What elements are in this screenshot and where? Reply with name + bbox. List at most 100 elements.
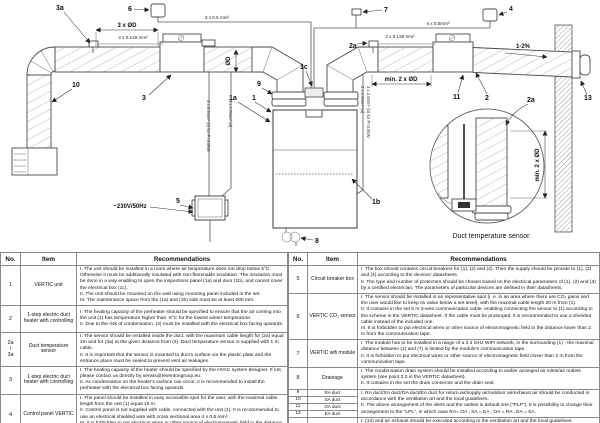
table-row: 9 RA duct I. RA duct/SA duct/OA duct/EA … bbox=[288, 388, 600, 418]
control-panel-4 bbox=[482, 8, 498, 22]
label-1b: 1b bbox=[372, 199, 380, 206]
cell-rec: I. The unit should be installed in a roo… bbox=[76, 264, 288, 307]
cell-item: OA duct bbox=[307, 402, 358, 411]
wire-a-label: 3 x 1.5mm² (a) bbox=[228, 100, 233, 128]
circuit-breaker-box-5 bbox=[194, 195, 226, 221]
label-1: 1 bbox=[252, 95, 256, 102]
table-row: 6 VERTIC CO₂ sensor I. The sensor should… bbox=[288, 292, 600, 341]
wire-b-label-right: 3 x 2.5mm² (b) for P>3.5kW bbox=[366, 86, 371, 138]
air-intake-13 bbox=[579, 54, 591, 76]
cell-rec: I. The heating capacity of the preheater… bbox=[76, 305, 288, 334]
sensor-detail-view: min. 2 x ØD bbox=[429, 103, 548, 224]
recommendations-table-left: No. Item Recommendations 1 VERTIC unit I… bbox=[0, 252, 288, 423]
col-header-rec: Recommendations bbox=[357, 252, 600, 266]
sensor-2a bbox=[368, 40, 379, 48]
label-3: 3 bbox=[142, 95, 146, 102]
cell-no: 6 bbox=[288, 292, 308, 341]
label-10: 10 bbox=[72, 82, 80, 89]
cell-item: 1-step electric duct heater with control… bbox=[20, 305, 77, 334]
cell-no: 3 bbox=[0, 365, 21, 395]
table-row: 1 VERTIC unit I. The unit should be inst… bbox=[0, 264, 288, 307]
installation-diagram: min. 2 x ØD 3 x ØD ØD min. 2 x ØD 1-2% 3… bbox=[11, 3, 592, 246]
co2-sensor-6 bbox=[150, 3, 166, 18]
cell-no: 10 bbox=[288, 395, 308, 404]
label-13: 13 bbox=[584, 95, 592, 102]
wire-4x05-label: 4 x 0.5mm² bbox=[427, 21, 450, 26]
slope-label: 1-2% bbox=[516, 44, 531, 50]
cell-no: 1 bbox=[0, 264, 21, 307]
dimensions: 3 x ØD ØD min. 2 x ØD 1-2% bbox=[95, 23, 548, 87]
cell-item: 1-step electric duct heater with control… bbox=[20, 365, 77, 395]
cell-item: Duct temperature sensor bbox=[20, 332, 77, 367]
dim-min2od-vertical: min. 2 x ØD bbox=[535, 148, 541, 182]
wire-2x0128-left-label: 2 x 0.128 mm² bbox=[118, 35, 148, 40]
cell-item: Control panel VERTIC bbox=[20, 393, 77, 423]
label-2a-left: 2a bbox=[349, 43, 357, 50]
cell-no: 9 bbox=[288, 388, 308, 397]
label-3a: 3a bbox=[56, 5, 64, 12]
label-1a: 1a bbox=[229, 95, 237, 102]
part-labels: 3a 6 7 4 10 3 1c 9 1a 1 1b 5 8 11 2 2a 2… bbox=[51, 5, 592, 245]
label-8: 8 bbox=[315, 238, 319, 245]
wire-a-label-right: 3 x 1.5mm² (a) bbox=[360, 86, 365, 114]
cell-rec: I. (13) and air exhaust should be execut… bbox=[357, 416, 600, 423]
cell-rec: I. The sensor should be installed inside… bbox=[76, 332, 288, 367]
cell-no: 5 bbox=[288, 265, 308, 294]
label-7: 7 bbox=[384, 7, 388, 14]
cell-rec: I. The panel should be installed in easy… bbox=[76, 393, 288, 423]
col-header-rec: Recommendations bbox=[76, 252, 288, 266]
cell-no: 4 bbox=[0, 393, 21, 423]
table-row: 5 Circuit breaker box I. The box should … bbox=[288, 265, 600, 294]
cell-item: EA duct bbox=[307, 409, 358, 418]
cell-no: 11 bbox=[288, 402, 308, 411]
detail-caption: Duct temperature sensor bbox=[452, 233, 530, 240]
table-row: 13 Air intake I. (13) and air exhaust sh… bbox=[288, 416, 600, 423]
table-row: 2 1-step electric duct heater with contr… bbox=[0, 305, 288, 334]
cell-no: 12 bbox=[288, 409, 308, 418]
cell-item: VERTIC unit bbox=[20, 264, 77, 307]
cell-item: Drainage bbox=[307, 366, 358, 390]
duct-segment bbox=[203, 46, 253, 73]
port-flange bbox=[323, 91, 359, 100]
table-row: 8 Drainage I. The condensation drain sys… bbox=[288, 366, 600, 390]
cell-rec: I. The module has to be installed in a r… bbox=[357, 339, 600, 368]
cell-item: RA duct bbox=[307, 388, 358, 397]
recommendations-tables: No. Item Recommendations 1 VERTIC unit I… bbox=[0, 252, 600, 423]
col-header-no: No. bbox=[288, 252, 308, 266]
wire-2x0128-right-label: 2 x 0.128 mm² bbox=[385, 34, 415, 39]
cell-no: 13 bbox=[288, 416, 308, 423]
vertic-unit bbox=[251, 46, 379, 229]
wire-b-label: 3 x 2.5mm² (b) for P>3.5kW bbox=[206, 100, 211, 152]
label-6: 6 bbox=[128, 6, 132, 13]
label-5: 5 bbox=[176, 198, 180, 205]
col-header-item: Item bbox=[20, 252, 77, 266]
cell-item: VERTIC CO₂ sensor bbox=[307, 292, 358, 341]
table-row: 4 Control panel VERTIC I. The panel shou… bbox=[0, 393, 288, 423]
table-row: 3 1-step electric duct heater with contr… bbox=[0, 365, 288, 395]
table-row: 7 VERTIC wifi module I. The module has t… bbox=[288, 339, 600, 368]
electrical-box-1c bbox=[304, 87, 324, 98]
label-11: 11 bbox=[453, 94, 461, 101]
right-duct-branch bbox=[377, 33, 591, 79]
col-header-item: Item bbox=[307, 252, 358, 266]
dim-od: ØD bbox=[226, 56, 232, 66]
col-header-no: No. bbox=[0, 252, 21, 266]
cell-no: 8 bbox=[288, 366, 308, 390]
unit-body bbox=[272, 109, 358, 229]
wifi-module-7 bbox=[351, 8, 362, 16]
label-9: 9 bbox=[257, 81, 261, 88]
recommendations-table-right: No. Item Recommendations 5 Circuit break… bbox=[288, 252, 600, 423]
cell-rec: I. RA duct/SA duct/OA duct/EA duct for r… bbox=[357, 388, 600, 418]
cell-rec: I. The condensation drain system should … bbox=[357, 366, 600, 390]
cell-item: SA duct bbox=[307, 395, 358, 404]
cell-item: Air intake bbox=[307, 416, 358, 423]
cell-item: VERTIC wifi module bbox=[307, 339, 358, 368]
dim-min2od-horizontal: min. 2 x ØD bbox=[384, 77, 418, 83]
left-duct-branch bbox=[11, 46, 161, 176]
drain-siphon bbox=[281, 228, 301, 246]
cell-no: 7 bbox=[288, 339, 308, 368]
port-flange bbox=[271, 91, 307, 100]
supply-label: ~230V/50Hz bbox=[113, 204, 146, 210]
table-row: 2a / 3a Duct temperature sensor I. The s… bbox=[0, 332, 288, 367]
cell-item: Circuit breaker box bbox=[307, 265, 358, 294]
